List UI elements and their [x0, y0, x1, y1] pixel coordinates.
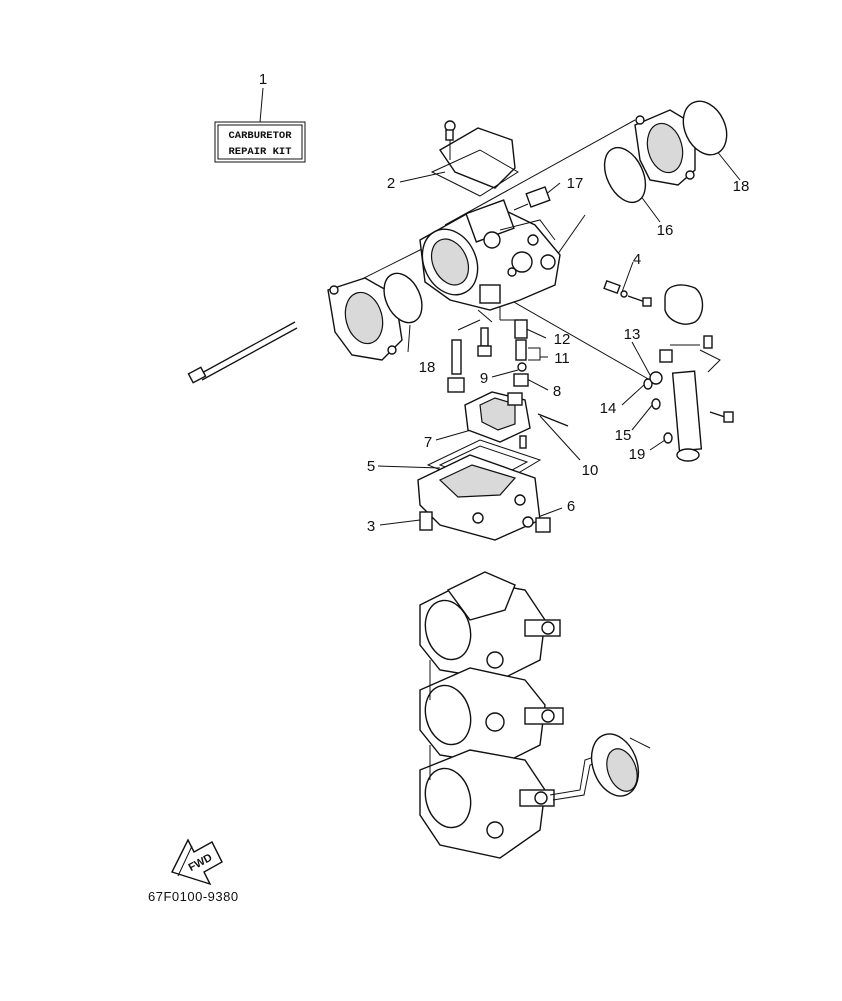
o-ring-15[interactable] [651, 398, 661, 410]
float[interactable] [464, 391, 531, 443]
callout-10[interactable]: 10 [582, 462, 599, 479]
diagram-code: 67F0100-9380 [148, 889, 239, 904]
float-pin[interactable] [537, 413, 569, 427]
callout-5[interactable]: 5 [367, 458, 375, 475]
o-ring-18-front[interactable] [377, 267, 430, 328]
small-screw[interactable] [519, 435, 527, 449]
kit-label-line2: REPAIR KIT [228, 146, 291, 158]
fwd-arrow: FWD [171, 838, 223, 886]
o-ring-16[interactable] [596, 141, 653, 209]
callout-16[interactable]: 16 [657, 222, 674, 239]
o-ring-14[interactable] [643, 378, 653, 390]
callout-6[interactable]: 6 [567, 498, 575, 515]
intake-flange-front[interactable] [327, 277, 403, 361]
drain-plug-6[interactable] [522, 516, 551, 533]
callout-3[interactable]: 3 [367, 518, 375, 535]
repair-kit-label[interactable]: CARBURETOR REPAIR KIT [214, 121, 306, 163]
o-ring-19[interactable] [663, 432, 673, 444]
callout-9[interactable]: 9 [480, 370, 488, 387]
intake-flange-rear[interactable] [634, 109, 696, 186]
long-bolt[interactable] [187, 321, 298, 384]
leader-lines [259, 87, 741, 526]
pilot-screw[interactable] [513, 186, 551, 211]
float-chamber[interactable] [417, 439, 542, 541]
carburetor-assembly-reference [419, 571, 651, 859]
callout-8[interactable]: 8 [553, 383, 561, 400]
callout-4[interactable]: 4 [633, 251, 641, 268]
callout-1[interactable]: 1 [259, 71, 267, 88]
callout-13[interactable]: 13 [624, 326, 641, 343]
callout-12[interactable]: 12 [554, 331, 571, 348]
callout-14[interactable]: 14 [600, 400, 617, 417]
enrichener-assembly[interactable] [659, 284, 734, 462]
callout-18-front[interactable]: 18 [419, 359, 436, 376]
jets[interactable] [447, 327, 492, 393]
adjust-screw[interactable] [603, 279, 652, 307]
drain-screw-3[interactable] [419, 511, 433, 531]
carburetor-body[interactable] [412, 199, 561, 311]
clip-13[interactable] [649, 371, 663, 385]
needle-valve[interactable] [513, 319, 529, 387]
kit-label-line1: CARBURETOR [228, 130, 292, 142]
callout-numbers: 1 2 3 4 5 6 7 8 9 10 11 12 13 14 15 16 1… [259, 71, 750, 535]
o-ring-18-rear[interactable] [675, 94, 735, 162]
callout-18-rear[interactable]: 18 [733, 178, 750, 195]
callout-11[interactable]: 11 [554, 350, 570, 367]
callout-17[interactable]: 17 [567, 175, 584, 192]
carburetor-cover[interactable] [430, 120, 519, 197]
callout-2[interactable]: 2 [387, 175, 395, 192]
callout-7[interactable]: 7 [424, 434, 432, 451]
callout-15[interactable]: 15 [615, 427, 632, 444]
callout-19[interactable]: 19 [629, 446, 646, 463]
